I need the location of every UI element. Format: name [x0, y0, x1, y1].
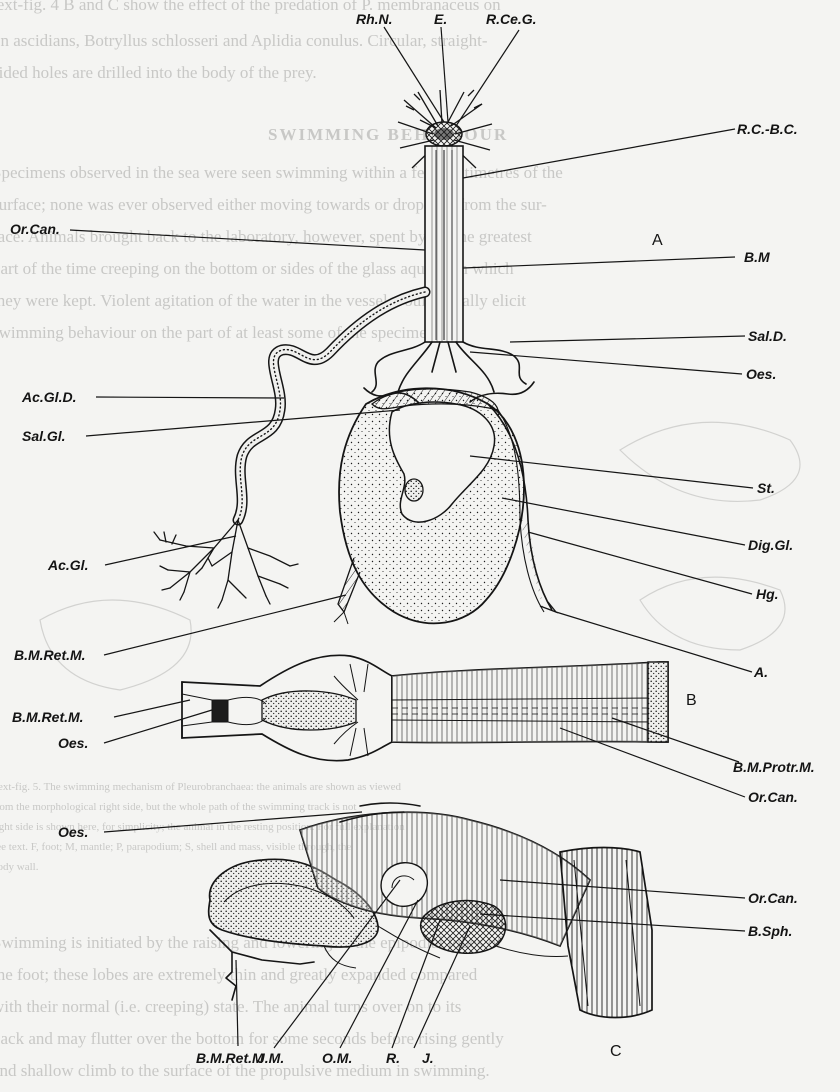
label-b-m-ret-m-c: B.M.Ret.M: [196, 1050, 264, 1066]
panel-b-drawing: [182, 655, 668, 760]
bg-bottom-line-3: with their normal (i.e. creeping) state.…: [0, 997, 461, 1016]
bg-top-line-1: text-fig. 4 B and C show the effect of t…: [0, 0, 501, 14]
label-st: St.: [757, 480, 775, 496]
label-j: J.: [422, 1050, 434, 1066]
label-sal-gl: Sal.Gl.: [22, 428, 66, 444]
label-dig-gl: Dig.Gl.: [748, 537, 793, 553]
bg-mid-line-6: swimming behaviour on the part of at lea…: [0, 323, 446, 342]
bg-top-line-3: sided holes are drilled into the body of…: [0, 63, 317, 82]
label-o-m: O.M.: [322, 1050, 352, 1066]
label-sal-d: Sal.D.: [748, 328, 787, 344]
bg-bottom-line-2: the foot; these lobes are extremely thin…: [0, 965, 478, 984]
label-or-can-c: Or.Can.: [748, 890, 798, 906]
label-oes-b: Oes.: [58, 735, 88, 751]
bg-bottom-line-4: back and may flutter over the bottom for…: [0, 1029, 504, 1048]
accessory-gland-tufts: [154, 520, 298, 608]
bg-caption-line-5: body wall.: [0, 861, 39, 873]
label-ac-gl: Ac.Gl.: [47, 557, 88, 573]
label-b-m-protr-m: B.M.Protr.M.: [733, 759, 815, 775]
label-r: R.: [386, 1050, 400, 1066]
label-b-m: B.M: [744, 249, 770, 265]
label-hg: Hg.: [756, 586, 779, 602]
bg-caption-line-4: see text. F, foot; M, mantle; P, parapod…: [0, 841, 351, 853]
bg-mid-line-2: surface; none was ever observed either m…: [0, 195, 547, 214]
label-b-m-ret-m-a: B.M.Ret.M.: [14, 647, 86, 663]
label-r-c-b-c: R.C.-B.C.: [737, 121, 798, 137]
label-r-ce-g: R.Ce.G.: [486, 11, 537, 27]
panel-label-a: A: [652, 232, 663, 249]
label-ac-gl-d: Ac.Gl.D.: [21, 389, 76, 405]
panel-label-c: C: [610, 1043, 622, 1060]
bg-caption-line-2: from the morphological right side, but t…: [0, 801, 356, 813]
label-or-can-a: Or.Can.: [10, 221, 60, 237]
label-a: A.: [753, 664, 768, 680]
label-b-sph: B.Sph.: [748, 923, 792, 939]
bg-top-line-2: on ascidians, Botryllus schlosseri and A…: [0, 31, 488, 50]
label-b-m-ret-m-b: B.M.Ret.M.: [12, 709, 84, 725]
panel-c-drawing: [209, 803, 652, 1018]
bg-heading: SWIMMING BEHAVIOUR: [268, 125, 508, 144]
label-e: E.: [434, 11, 447, 27]
panel-label-b: B: [686, 692, 697, 709]
label-oes-c: Oes.: [58, 824, 88, 840]
label-j-m: J.M.: [257, 1050, 284, 1066]
bg-mid-line-1: Specimens observed in the sea were seen …: [0, 163, 563, 182]
stomach-spot: [405, 479, 423, 501]
bg-caption-line-1: Text-fig. 5. The swimming mechanism of P…: [0, 781, 401, 793]
label-oes-a: Oes.: [746, 366, 776, 382]
label-or-can-b: Or.Can.: [748, 789, 798, 805]
label-rh-n: Rh.N.: [356, 11, 393, 27]
salivary-ducts: [372, 342, 526, 392]
